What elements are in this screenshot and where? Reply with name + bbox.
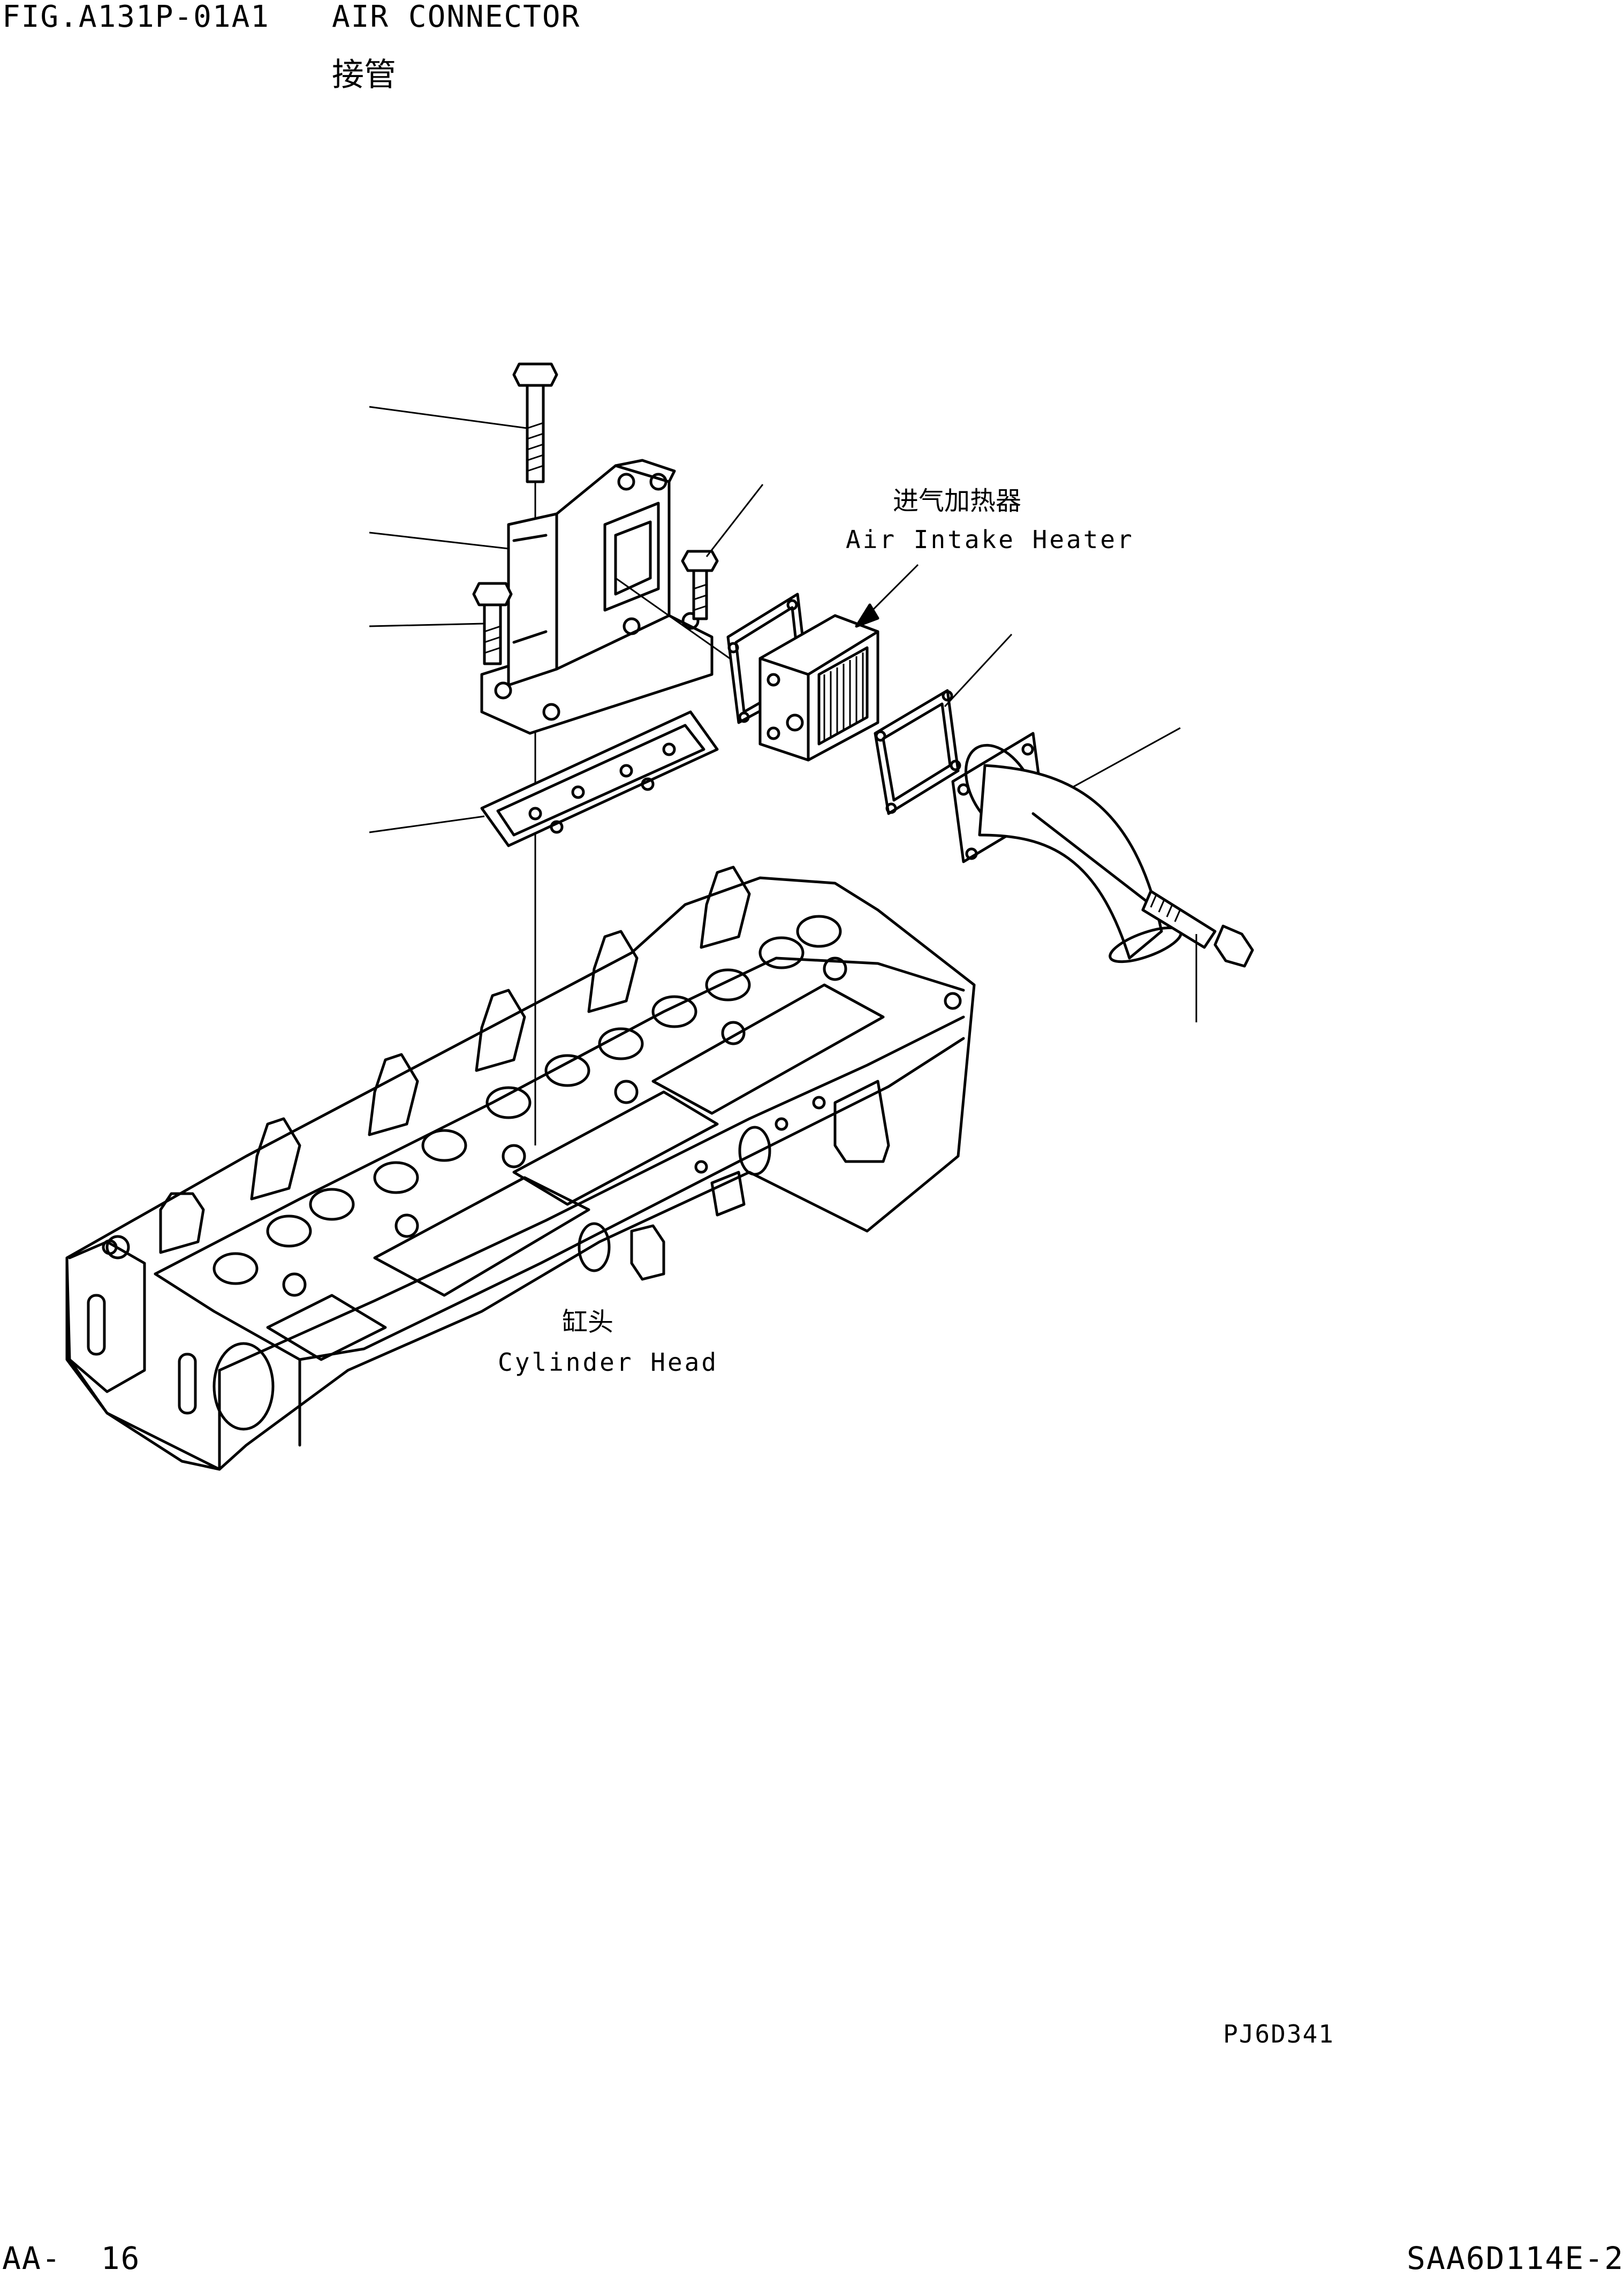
figure-title: AIR CONNECTOR — [332, 0, 581, 34]
gasket-b-drawing — [874, 689, 961, 815]
leader-line-small-bolt-right — [705, 484, 764, 557]
leader-line-lower-gasket — [369, 815, 485, 833]
cylinder-head-label: Cylinder Head — [498, 1348, 719, 1377]
small-bolt-left-drawing — [472, 582, 513, 665]
lower-gasket-drawing — [480, 710, 719, 847]
drawing-code: PJ6D341 — [1223, 2020, 1334, 2048]
heater-label-chinese: 进气加热器 — [893, 486, 1022, 516]
long-bolt-drawing — [512, 362, 558, 483]
cylinder-head-drawing — [65, 866, 976, 1471]
heater-label: Air Intake Heater — [846, 525, 1134, 554]
figure-title-chinese: 接管 — [332, 56, 396, 94]
page-number: AA- 16 — [2, 2240, 141, 2276]
leader-line-long-bolt — [369, 406, 528, 429]
elbow-bolt-drawing — [1031, 812, 1254, 968]
figure-number: FIG.A131P-01A1 — [2, 0, 270, 34]
leader-line-connector — [369, 532, 509, 550]
cylinder-head-label-chinese: 缸头 — [562, 1307, 614, 1337]
air-connector-drawing — [480, 459, 714, 735]
intake-elbow-drawing — [951, 732, 1182, 963]
leader-line-small-bolt-left — [369, 623, 485, 627]
air-intake-heater-drawing — [758, 614, 879, 762]
leader-line-elbow — [1073, 727, 1181, 788]
small-bolt-right-drawing — [681, 550, 719, 620]
leader-line-gasket-b — [944, 633, 1013, 708]
model-number: SAA6D114E-2 — [1407, 2240, 1624, 2276]
